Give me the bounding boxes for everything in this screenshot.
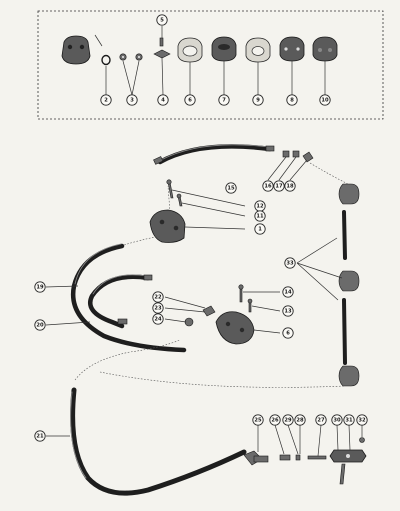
callout-label: 7 [222,97,226,103]
hose-19 [70,243,187,353]
callout-2: 2 [100,94,112,106]
callout-label: 26 [271,417,279,423]
fittings-22-23-24 [184,305,216,327]
callout-30: 30 [331,414,343,426]
callout-label: 1 [258,226,262,232]
callout-21: 21 [34,430,46,442]
callout-28: 28 [294,414,306,426]
callout-label: 29 [284,417,292,423]
parts-inset-frame [37,10,384,120]
check-valve-assembly [243,437,367,485]
callout-label: 27 [317,417,325,423]
washer-parts [119,53,143,61]
screw-nut-parts [153,37,171,59]
cover-plate-part [61,35,91,65]
hose-21 [70,387,247,496]
callout-label: 11 [256,213,264,219]
fittings-16-17-18 [282,150,314,163]
callout-label: 23 [154,305,162,311]
callout-label: 6 [286,330,290,336]
callout-label: 4 [161,97,165,103]
callout-29: 29 [282,414,294,426]
callout-19: 19 [34,281,46,293]
cover-part-10 [312,36,338,62]
gasket-part-6 [177,37,203,63]
callout-4: 4 [157,94,169,106]
callout-label: 8 [290,97,294,103]
callout-label: 31 [345,417,353,423]
callout-label: 16 [264,183,272,189]
callout-label: 24 [154,316,162,322]
callout-27: 27 [315,414,327,426]
callout-label: 17 [275,183,283,189]
callout-24: 24 [152,313,164,325]
callout-label: 6 [188,97,192,103]
callout-9: 9 [252,94,264,106]
callout-label: 25 [254,417,262,423]
pump-body-6 [215,311,255,345]
callout-label: 5 [160,17,164,23]
callout-label: 18 [286,183,294,189]
callout-8: 8 [286,94,298,106]
callout-25: 25 [252,414,264,426]
callout-label: 12 [256,203,264,209]
pump-body-1 [149,209,186,243]
callout-33: 33 [284,257,296,269]
hose-15 [153,144,275,165]
cover-part-8 [279,36,305,62]
callout-3: 3 [126,94,138,106]
callout-label: 2 [104,97,108,103]
callout-label: 14 [284,289,292,295]
gasket-part-9 [245,37,271,63]
gasket-part-7 [211,36,237,62]
callout-26: 26 [269,414,281,426]
callout-label: 22 [154,294,162,300]
callout-17: 17 [273,180,285,192]
hose-33-assembly [338,183,360,387]
callout-31: 31 [343,414,355,426]
hose-20 [88,274,153,329]
callout-32: 32 [356,414,368,426]
screws-13-14 [238,284,253,313]
callout-7: 7 [218,94,230,106]
callout-14: 14 [282,286,294,298]
callout-10: 10 [319,94,331,106]
callout-6: 6 [184,94,196,106]
callout-label: 19 [36,284,44,290]
callout-label: 13 [284,308,292,314]
callout-16: 16 [262,180,274,192]
callout-5: 5 [156,14,168,26]
callout-label: 32 [358,417,366,423]
callout-label: 20 [36,322,44,328]
callout-20: 20 [34,319,46,331]
callout-12: 12 [254,200,266,212]
o-ring-part [101,54,111,66]
callout-label: 3 [130,97,134,103]
callout-6b: 6 [282,327,294,339]
callout-13: 13 [282,305,294,317]
callout-label: 21 [36,433,44,439]
callout-label: 10 [321,97,329,103]
callout-23: 23 [152,302,164,314]
callout-11: 11 [254,210,266,222]
callout-label: 15 [227,185,235,191]
callout-1: 1 [254,223,266,235]
callout-label: 28 [296,417,304,423]
callout-15: 15 [225,182,237,194]
callout-label: 30 [333,417,341,423]
callout-22: 22 [152,291,164,303]
callout-label: 9 [256,97,260,103]
callout-18: 18 [284,180,296,192]
callout-label: 33 [286,260,294,266]
screws-11-12 [166,179,183,207]
